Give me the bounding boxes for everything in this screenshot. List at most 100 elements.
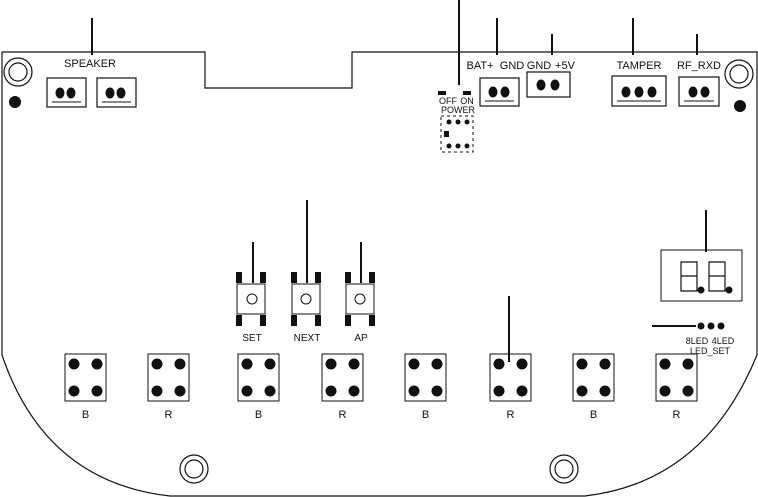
connector-pin-icon <box>576 358 588 370</box>
led-set-4led-label: 4LED <box>712 336 735 346</box>
next-button[interactable]: NEXT <box>291 272 321 344</box>
connector-pin-icon <box>68 385 80 397</box>
connector-pin-icon <box>682 385 694 397</box>
connector-pin-icon <box>717 322 725 330</box>
connector-pin-icon <box>599 358 611 370</box>
power-switch: OFF ON POWER <box>438 91 476 153</box>
fiducial-dot <box>9 96 21 108</box>
connector-pin-icon <box>408 358 420 370</box>
connector-pin-icon <box>647 86 657 98</box>
connector-pin-icon <box>599 385 611 397</box>
power-title-label: POWER <box>441 105 476 115</box>
connector-pin-icon <box>493 358 505 370</box>
led-set-title-label: LED_SET <box>690 346 731 356</box>
tamper-label: TAMPER <box>616 60 661 72</box>
connector-pin-icon <box>634 86 644 98</box>
keypad-pad-1[interactable]: B <box>64 353 107 421</box>
connector-pin-icon <box>241 385 253 397</box>
set-button-label: SET <box>242 333 261 344</box>
connector-pin-icon <box>697 322 705 330</box>
connector-pin-icon <box>488 86 498 98</box>
connector-pin-icon <box>455 143 461 149</box>
gnd-label: GND <box>500 60 525 72</box>
led-set-jumper[interactable]: 8LED 4LED LED_SET <box>686 322 735 357</box>
connector-pin-icon <box>431 385 443 397</box>
bat-plus-label: BAT+ <box>466 60 493 72</box>
keypad-pad-5[interactable]: B <box>404 353 447 421</box>
connector-pin-icon <box>91 358 103 370</box>
connector-pin-icon <box>455 119 461 125</box>
tamper-connector <box>611 75 667 107</box>
fiducial-dot <box>734 100 746 112</box>
connector-pin-icon <box>446 143 452 149</box>
keypad-pad-label: R <box>673 409 681 421</box>
mount-hole-icon <box>179 454 209 484</box>
connector-pin-icon <box>151 385 163 397</box>
keypad-pad-7[interactable]: B <box>572 353 615 421</box>
keypad-pad-label: R <box>507 409 515 421</box>
keypad-pad-label: B <box>590 409 597 421</box>
tact-switch-icon <box>345 272 375 326</box>
keypad-pad-label: R <box>165 409 173 421</box>
connector-pin-icon <box>174 358 186 370</box>
connector-pin-icon <box>151 358 163 370</box>
power-on-label: ON <box>460 96 474 106</box>
connector-pin-icon <box>348 358 360 370</box>
connector-pin-icon <box>116 87 126 99</box>
board-outline <box>1 51 758 497</box>
connector-pin-icon <box>688 86 698 98</box>
connector-pin-icon <box>446 119 452 125</box>
connector-pin-icon <box>325 385 337 397</box>
connector-pin-icon <box>55 87 65 99</box>
gnd-5v-label: GND <box>527 60 552 72</box>
tact-switch-icon <box>291 272 321 326</box>
connector-pin-icon <box>576 385 588 397</box>
mount-hole-icon <box>3 57 33 87</box>
power-off-label: OFF <box>439 96 457 106</box>
connector-pin-icon <box>174 385 186 397</box>
connector-pin-icon <box>68 358 80 370</box>
connector-pin-icon <box>500 86 510 98</box>
keypad-pad-8[interactable]: R <box>655 353 698 421</box>
seven-segment-display-icon <box>660 249 743 302</box>
connector-pin-icon <box>431 358 443 370</box>
next-button-label: NEXT <box>294 333 321 344</box>
tact-switch-icon <box>236 272 266 326</box>
connector-pin-icon <box>264 385 276 397</box>
plus-5v-label: +5V <box>555 60 576 72</box>
connector-pin-icon <box>464 143 470 149</box>
ap-button[interactable]: AP <box>345 272 375 344</box>
connector-pin-icon <box>700 86 710 98</box>
connector-pin-icon <box>536 79 546 91</box>
connector-pin-icon <box>408 385 420 397</box>
connector-pin-icon <box>105 87 115 99</box>
connector-pin-icon <box>550 79 560 91</box>
speaker-label: SPEAKER <box>64 58 116 70</box>
connector-pin-icon <box>91 385 103 397</box>
keypad-pad-2[interactable]: R <box>147 353 190 421</box>
keypad-pad-3[interactable]: B <box>237 353 280 421</box>
connector-pin-icon <box>707 322 715 330</box>
keypad-pad-label: B <box>422 409 429 421</box>
ap-button-label: AP <box>354 333 368 344</box>
connector-pin-icon <box>516 385 528 397</box>
connector-pin-icon <box>264 358 276 370</box>
keypad-pad-label: B <box>255 409 262 421</box>
connector-pin-icon <box>493 385 505 397</box>
connector-pin-icon <box>621 86 631 98</box>
keypad-pad-label: R <box>339 409 347 421</box>
callout-lines <box>91 0 707 362</box>
set-button[interactable]: SET <box>236 272 266 344</box>
connector-pin-icon <box>66 87 76 99</box>
led-set-8led-label: 8LED <box>686 336 709 346</box>
speaker-connector-2 <box>96 77 137 108</box>
keypad-pad-4[interactable]: R <box>321 353 364 421</box>
connector-pin-icon <box>682 358 694 370</box>
mount-hole-icon <box>724 59 754 89</box>
rf-rxd-connector <box>678 76 720 107</box>
connector-pin-icon <box>348 385 360 397</box>
keypad-pad-6[interactable]: R <box>489 353 532 421</box>
keypad-pad-label: B <box>82 409 89 421</box>
